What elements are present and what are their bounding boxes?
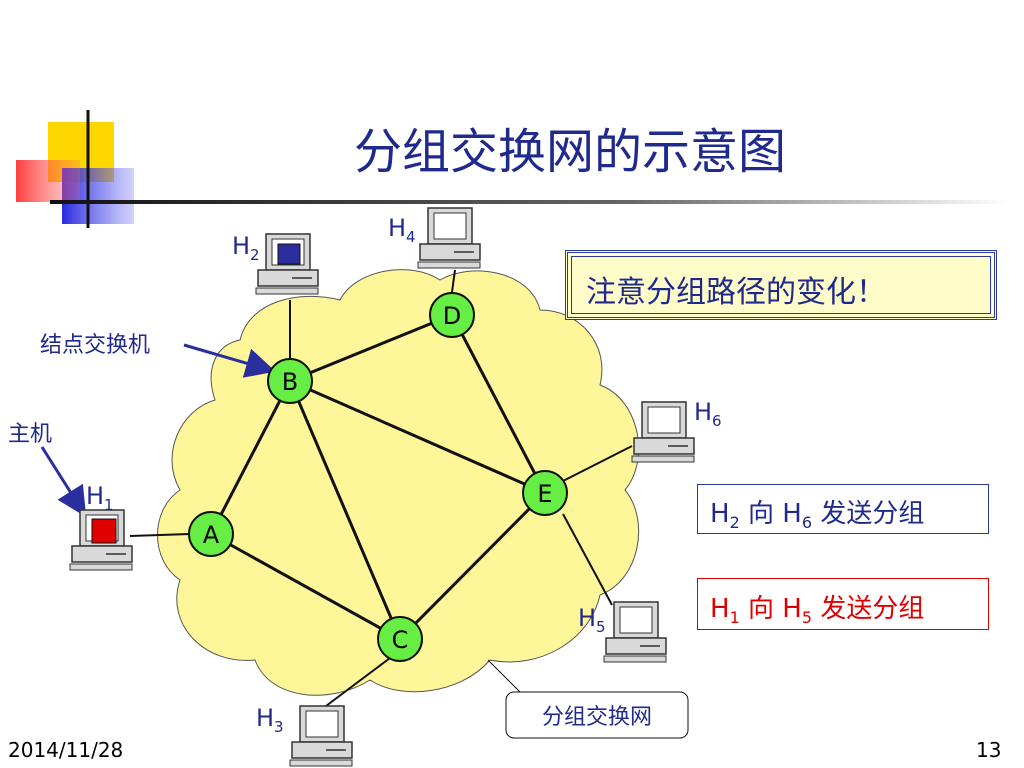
computer-icon: [255, 233, 319, 295]
node-label: D: [443, 302, 461, 330]
network-label-box: [505, 691, 689, 739]
host-H1: H1: [69, 482, 133, 571]
notice-box: 注意分组路径的变化！: [565, 250, 997, 320]
computer-icon: [289, 705, 353, 767]
footer-page-number: 13: [976, 738, 1002, 762]
node-label: C: [392, 626, 409, 654]
computer-icon: [603, 601, 667, 663]
computer-icon: [69, 509, 133, 571]
decor-red-square: [16, 160, 80, 202]
host-callout-arrow: [40, 446, 87, 518]
host-links: [129, 269, 633, 713]
host-H2: H2: [232, 232, 319, 295]
host-H4: H4: [388, 207, 481, 269]
host-label: H3: [256, 704, 284, 736]
node-E: E: [522, 470, 568, 516]
notice-text: 注意分组路径的变化！: [586, 275, 886, 310]
host-callout-label: 主机: [8, 422, 52, 447]
switch-callout-arrow: [183, 343, 276, 378]
title-underline: [50, 200, 1010, 204]
node-C: C: [377, 616, 423, 662]
page-title: 分组交换网的示意图: [353, 124, 786, 180]
node-label: E: [537, 480, 552, 508]
node-links: [209, 313, 547, 641]
computer-icon: [631, 401, 695, 463]
node-D: D: [429, 292, 475, 338]
route-box-blue: H2 向 H6 发送分组: [697, 484, 989, 534]
node-label: B: [282, 368, 298, 396]
host-label: H2: [232, 232, 260, 264]
host-label: H1: [86, 482, 114, 514]
network-label: 分组交换网: [542, 705, 652, 730]
network-callout-line: [487, 659, 541, 695]
host-H6: H6: [631, 398, 722, 463]
computer-icon: [417, 207, 481, 269]
node-A: A: [188, 511, 234, 557]
node-label: A: [203, 521, 220, 549]
host-label: H4: [388, 214, 416, 246]
decor-squares: [16, 110, 134, 228]
host-H3: H3: [256, 704, 353, 767]
switch-callout-label: 结点交换机: [40, 333, 150, 358]
host-H5: H5: [578, 601, 667, 663]
route-box-red: H1 向 H5 发送分组: [697, 578, 989, 630]
host-label: H5: [578, 604, 606, 636]
footer-date: 2014/11/28: [8, 738, 124, 762]
host-label: H6: [694, 398, 722, 430]
node-B: B: [267, 358, 313, 404]
